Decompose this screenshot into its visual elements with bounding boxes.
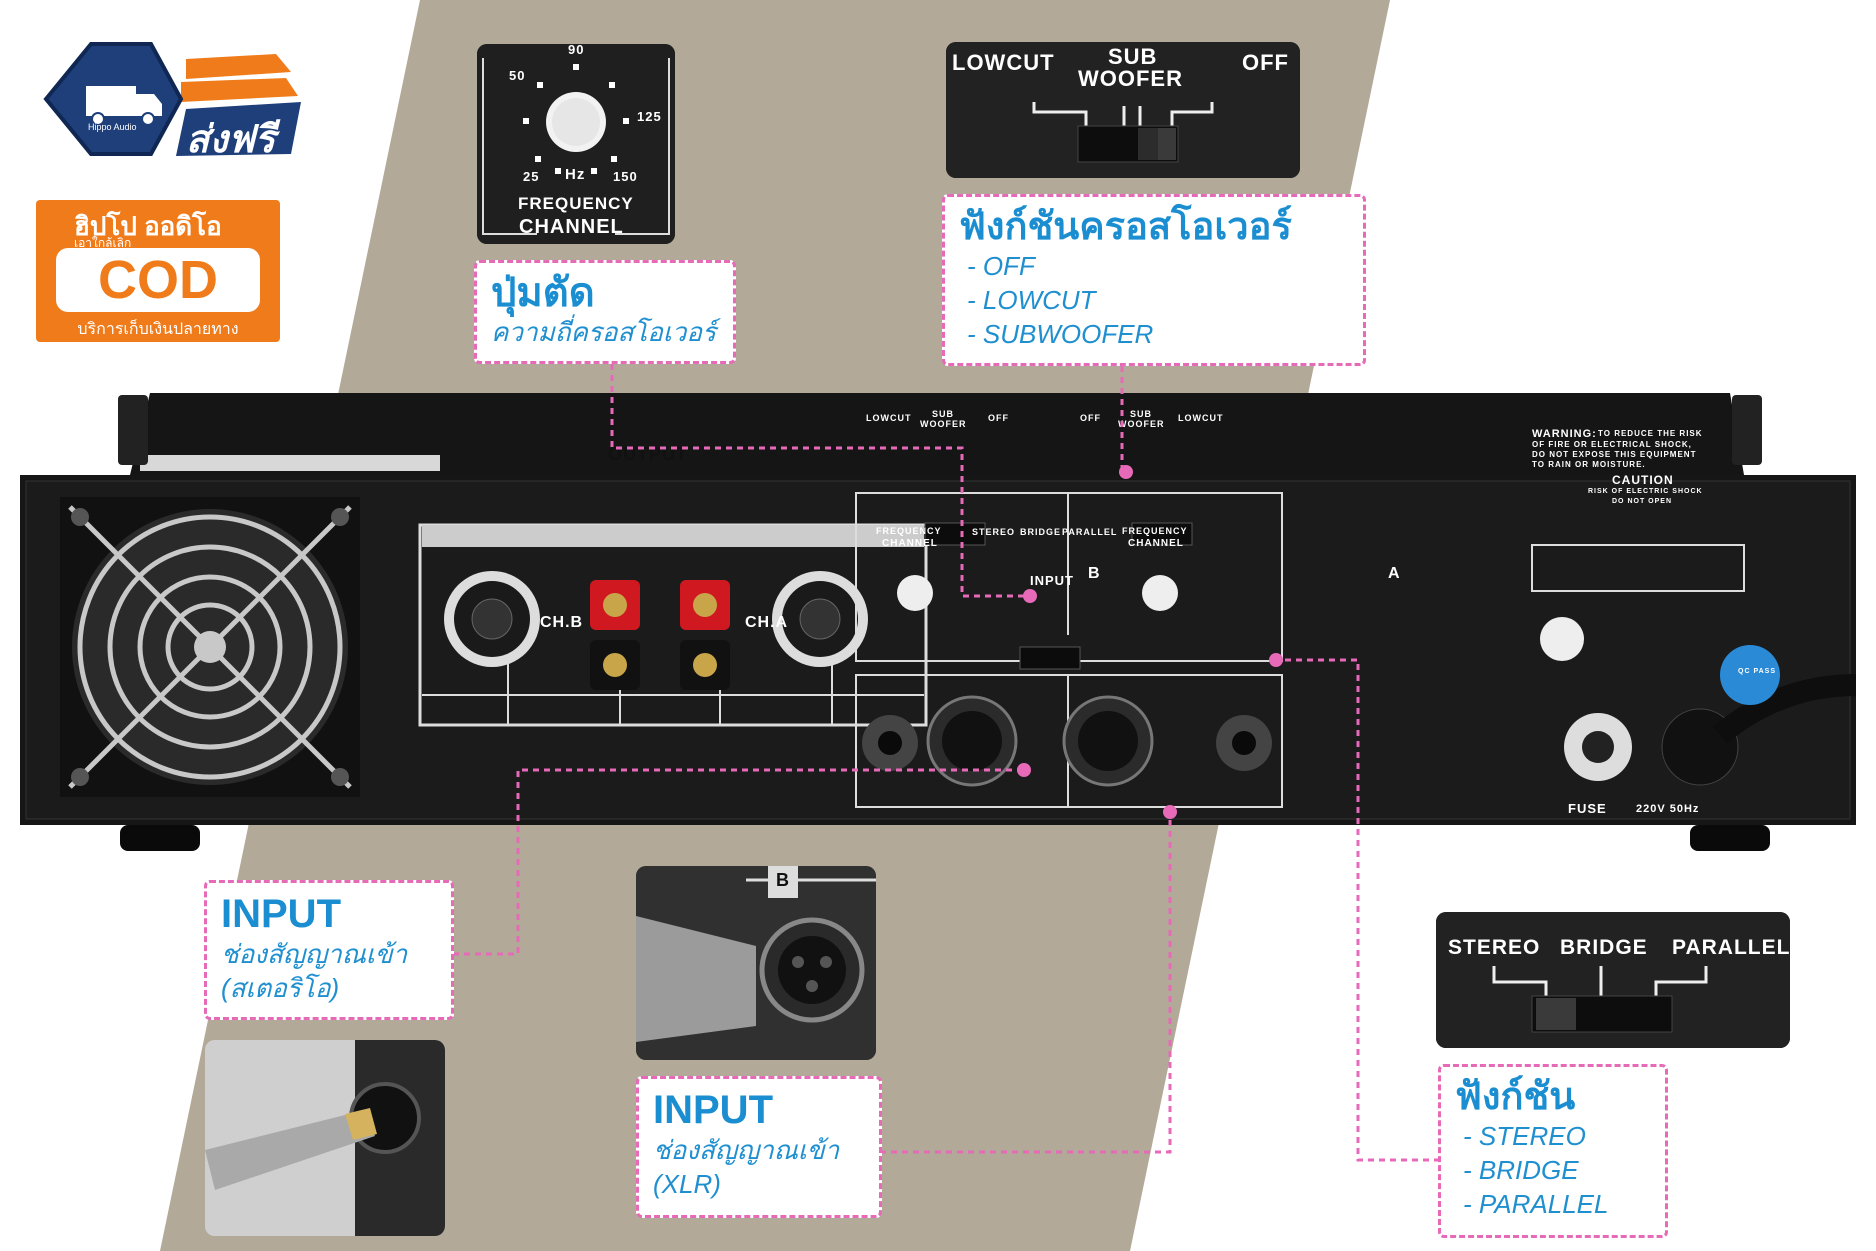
amp-xo-b-left: LOWCUT <box>866 413 912 423</box>
freq-tick-90: 90 <box>568 44 585 57</box>
callout-crossover-item-off: - OFF <box>967 251 1035 281</box>
cod-badge: ฮิปโป ออดิโอ เอาใกล้เลิก COD บริการเก็บเ… <box>36 200 280 342</box>
amp-caution-1: RISK OF ELECTRIC SHOCK <box>1588 488 1703 495</box>
amp-warning-title: WARNING: <box>1532 428 1597 440</box>
free-shipping-badge: Hippo Audio ส่งฟรี <box>36 24 316 174</box>
mode-parallel-label: PARALLEL <box>1672 936 1790 959</box>
amp-qc-label: QC PASS <box>1738 668 1776 675</box>
amp-xo-b-mid2: WOOFER <box>920 419 967 429</box>
crossover-woofer-label: WOOFER <box>1078 66 1183 91</box>
mode-bridge-label: BRIDGE <box>1560 936 1648 959</box>
amp-power-label: 220V 50Hz <box>1636 803 1700 815</box>
amp-ch-b-label: CH.B <box>540 614 584 631</box>
amp-mode-bridge: BRIDGE <box>1020 527 1062 537</box>
freq-line2: CHANNEL <box>519 216 624 238</box>
callout-mode-item-stereo: - STEREO <box>1463 1121 1586 1151</box>
cod-bottom-text: บริการเก็บเงินปลายทาง <box>77 321 239 338</box>
amp-warning-1: TO REDUCE THE RISK <box>1598 429 1703 438</box>
mode-stereo-label: STEREO <box>1448 936 1541 959</box>
callout-input-xlr-line2: (XLR) <box>653 1169 721 1199</box>
amp-freq-a-2: CHANNEL <box>1128 538 1184 549</box>
amp-mode-parallel: PARALLEL <box>1062 527 1118 537</box>
free-ship-brand: Hippo Audio <box>88 122 137 132</box>
callout-mode-title: ฟังก์ชัน <box>1455 1076 1576 1118</box>
stereo-jack-photo <box>205 1040 445 1236</box>
amp-xo-a-right: LOWCUT <box>1178 413 1224 423</box>
amp-b-label: B <box>1088 565 1101 582</box>
callout-frequency-sub: ความถี่ครอสโอเวอร์ <box>491 317 716 347</box>
crossover-lowcut-label: LOWCUT <box>952 50 1055 75</box>
freq-tick-150: 150 <box>613 169 638 184</box>
amp-caution-2: DO NOT OPEN <box>1612 498 1673 505</box>
callout-crossover: ฟังก์ชันครอสโอเวอร์ - OFF - LOWCUT - SUB… <box>942 194 1366 366</box>
freq-tick-hz: Hz <box>565 166 586 183</box>
callout-input-stereo-line1: ช่องสัญญาณเข้า <box>221 939 408 969</box>
callout-mode-item-bridge: - BRIDGE <box>1463 1155 1579 1185</box>
callout-crossover-title: ฟังก์ชันครอสโอเวอร์ <box>959 206 1292 248</box>
cod-top-text: ฮิปโป ออดิโอ <box>74 211 222 241</box>
freq-tick-50: 50 <box>509 68 526 83</box>
callout-mode: ฟังก์ชัน - STEREO - BRIDGE - PARALLEL <box>1438 1064 1668 1238</box>
callout-input-stereo: INPUT ช่องสัญญาณเข้า (สเตอริโอ) <box>204 880 454 1020</box>
amp-freq-a-1: FREQUENCY <box>1122 526 1188 536</box>
crossover-off-label: OFF <box>1242 50 1289 75</box>
amp-warning-2: OF FIRE OR ELECTRICAL SHOCK, <box>1532 440 1692 449</box>
amp-freq-b-1: FREQUENCY <box>876 526 942 536</box>
amp-a-label: A <box>1388 565 1401 582</box>
cod-label-box: COD <box>56 248 260 312</box>
freq-tick-25: 25 <box>523 169 540 184</box>
cod-sub-top-text: เอาใกล้เลิก <box>74 236 132 250</box>
amp-warning-4: TO RAIN OR MOISTURE. <box>1532 460 1646 469</box>
amp-xo-a-mid1: SUB <box>1130 409 1153 419</box>
amplifier-rear-panel: OUTPUT CH.B CH.A INPUT B A LOWCUT SUB WO… <box>20 385 1857 865</box>
amp-xo-a-left: OFF <box>1080 413 1101 423</box>
amp-xo-a-mid2: WOOFER <box>1118 419 1165 429</box>
amp-fuse-label: FUSE <box>1568 801 1607 816</box>
mode-switch-inset: STEREO BRIDGE PARALLEL <box>1436 912 1790 1048</box>
callout-input-xlr-title: INPUT <box>653 1088 773 1132</box>
callout-mode-item-parallel: - PARALLEL <box>1463 1189 1609 1219</box>
freq-line1: FREQUENCY <box>518 194 634 213</box>
amp-caution: CAUTION <box>1612 473 1674 487</box>
callout-crossover-item-lowcut: - LOWCUT <box>967 285 1096 315</box>
cod-label: COD <box>98 250 218 310</box>
frequency-knob-inset: 90 50 125 25 Hz 150 FREQUENCY CHANNEL <box>477 44 675 244</box>
callout-frequency-cut: ปุ่มตัด ความถี่ครอสโอเวอร์ <box>474 260 736 364</box>
amp-ch-a-label: CH.A <box>745 614 789 631</box>
amp-freq-b-2: CHANNEL <box>882 538 938 549</box>
xlr-photo-b-label: B <box>776 870 790 890</box>
callout-frequency-title: ปุ่มตัด <box>491 271 595 315</box>
callout-input-xlr-line1: ช่องสัญญาณเข้า <box>653 1135 840 1165</box>
callout-input-stereo-line2: (สเตอริโอ) <box>221 973 340 1003</box>
xlr-photo: B <box>636 866 876 1060</box>
amp-warning-3: DO NOT EXPOSE THIS EQUIPMENT <box>1532 450 1697 459</box>
callout-input-stereo-title: INPUT <box>221 892 341 936</box>
crossover-sub-label: SUB <box>1108 44 1158 69</box>
free-ship-label: ส่งฟรี <box>186 119 276 161</box>
amp-mode-stereo: STEREO <box>972 527 1016 537</box>
callout-crossover-item-subwoofer: - SUBWOOFER <box>967 319 1154 349</box>
amp-xo-b-right: OFF <box>988 413 1009 423</box>
freq-tick-125: 125 <box>637 109 662 124</box>
amp-input-label: INPUT <box>1030 573 1074 588</box>
callout-input-xlr: INPUT ช่องสัญญาณเข้า (XLR) <box>636 1076 882 1218</box>
crossover-switch-inset: LOWCUT SUB WOOFER OFF <box>946 42 1300 178</box>
amp-xo-b-mid1: SUB <box>932 409 955 419</box>
